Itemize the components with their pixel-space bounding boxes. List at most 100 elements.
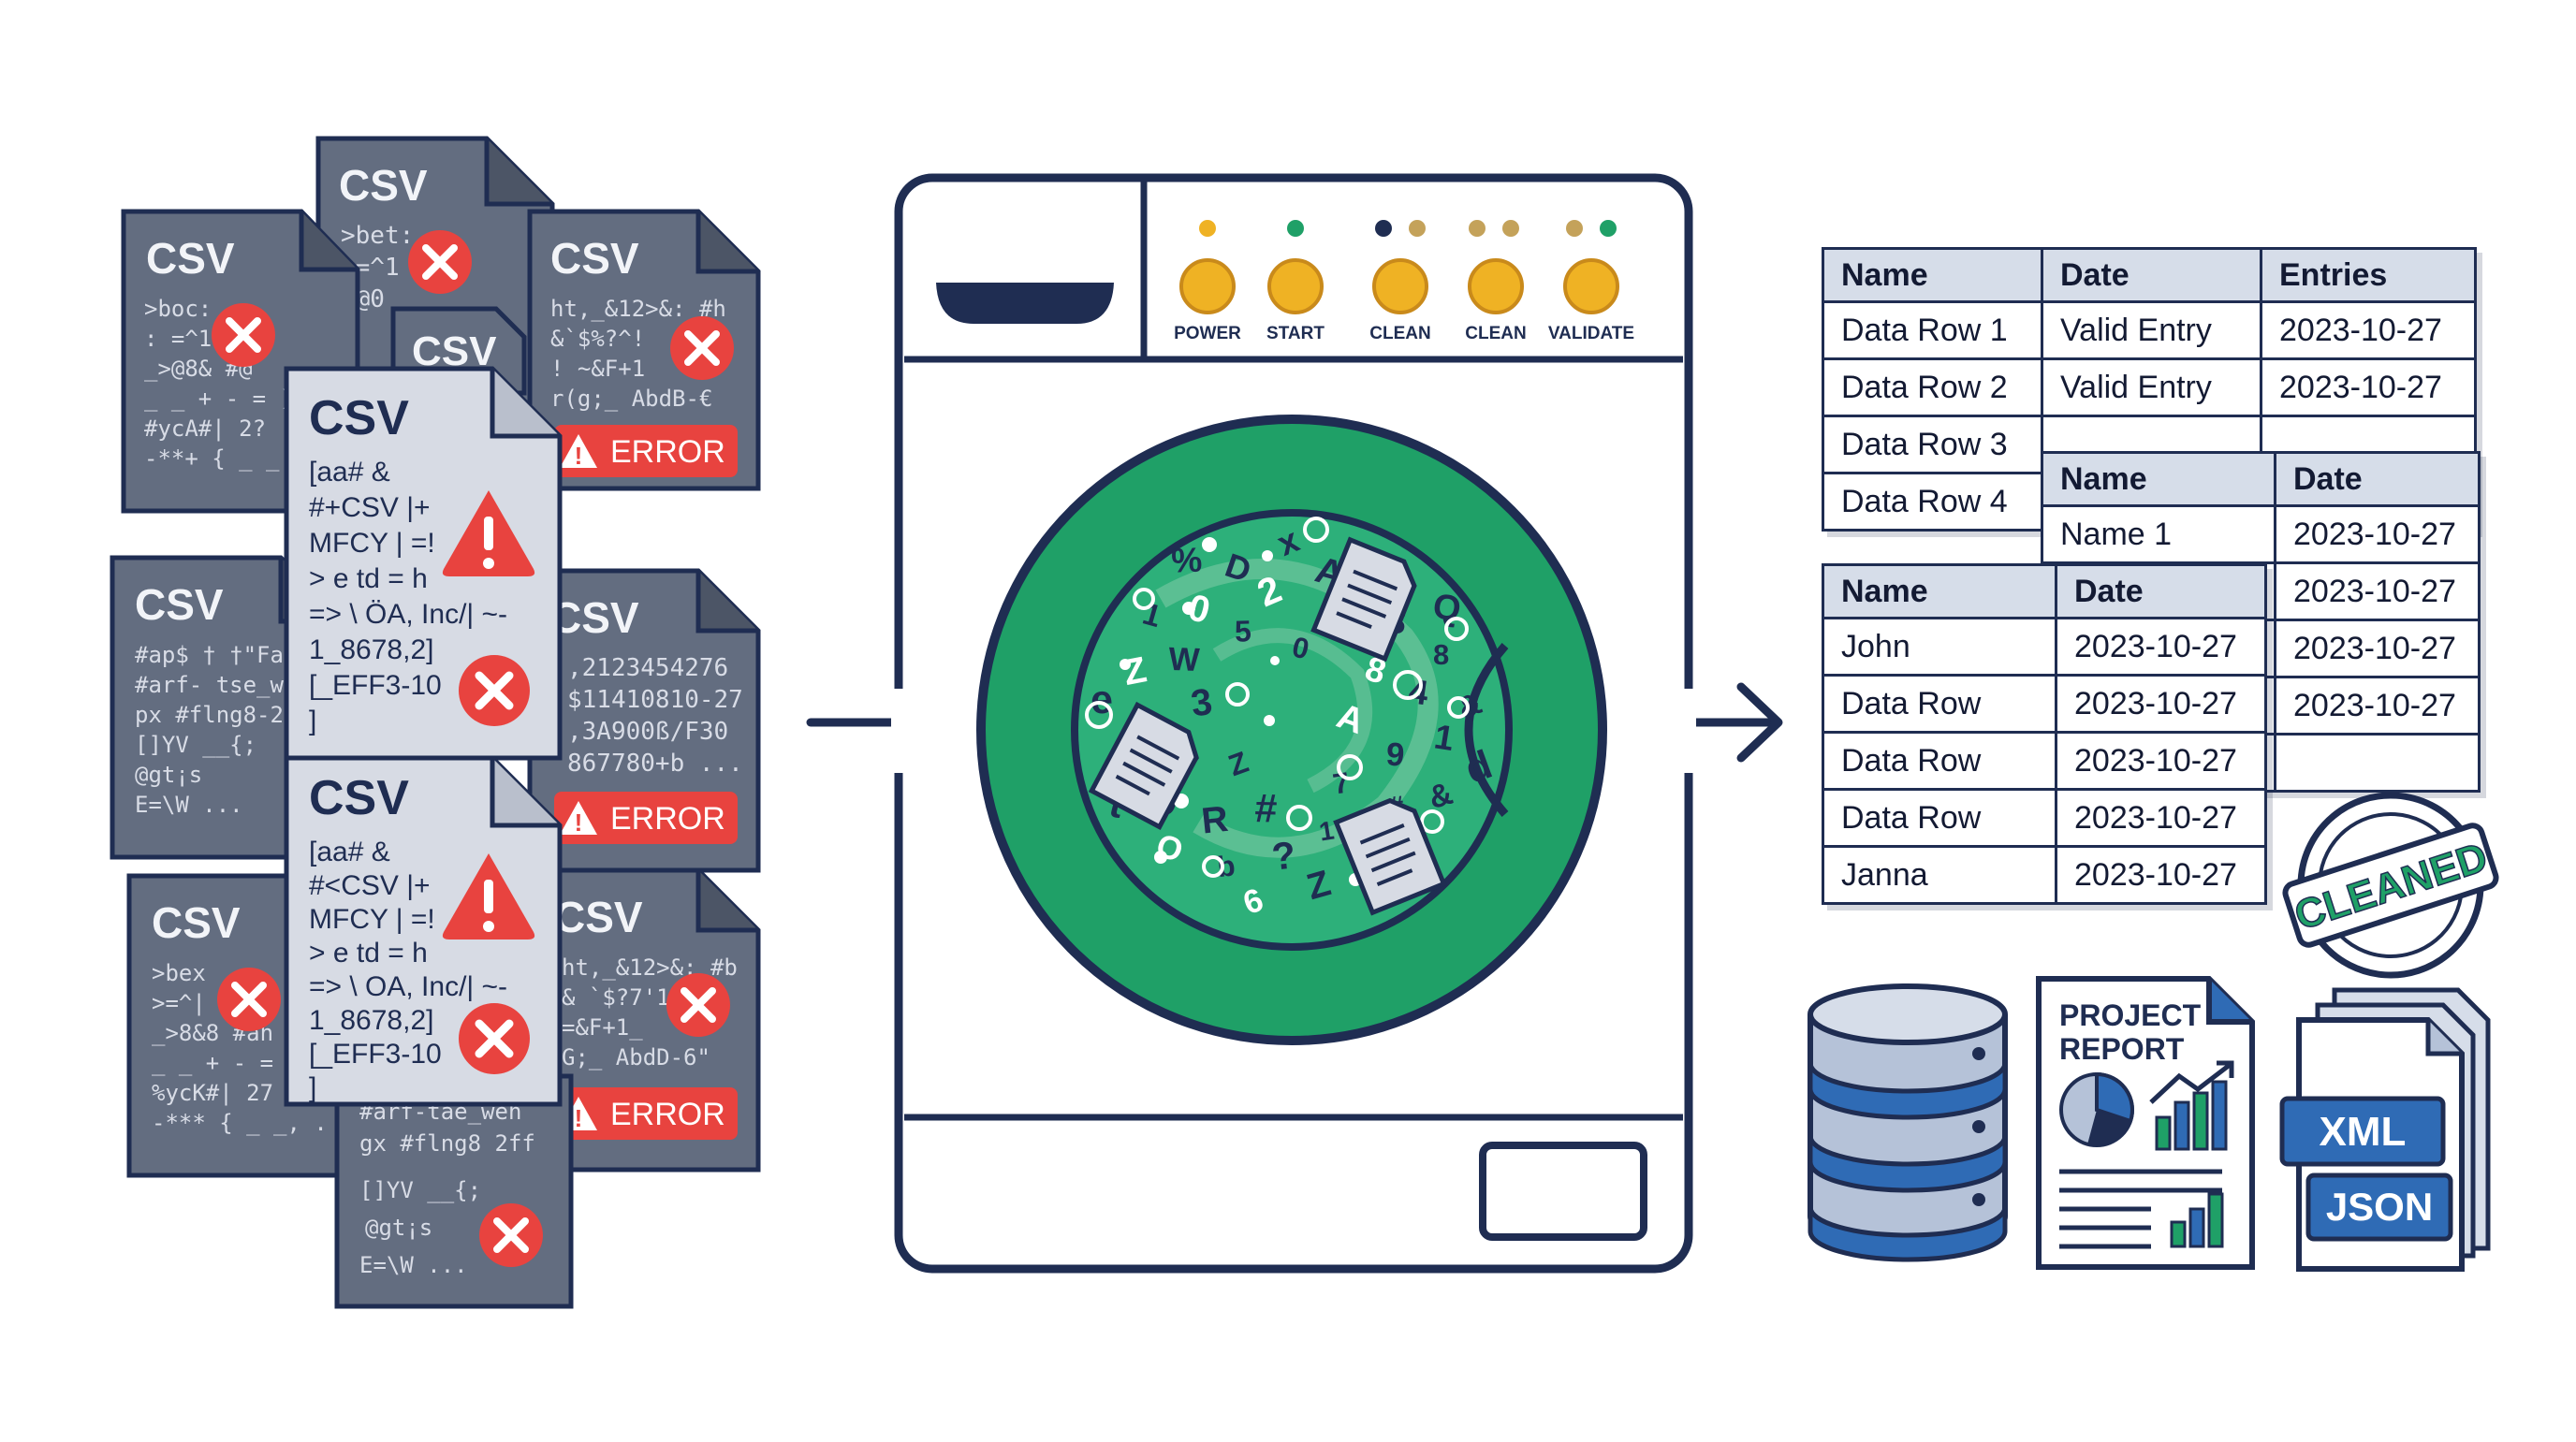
csv-garbled-line: MFCY | =! xyxy=(309,904,435,935)
drum-character: 7 xyxy=(1331,765,1353,800)
column-header: Entries xyxy=(2260,247,2477,303)
washer-drum: AZ0738#59vb1W4R2#A$?019AkZ8bD&V@Z1&OxSeQ… xyxy=(976,415,1607,1045)
drum-character: # xyxy=(1254,786,1278,831)
table-row: Name 1 2023-10-27 xyxy=(2041,504,2481,564)
x-error-icon xyxy=(408,230,472,294)
lint-filter-door[interactable] xyxy=(1479,1142,1647,1241)
column-header: Date xyxy=(2274,451,2481,507)
table-cell: Data Row xyxy=(1822,788,2057,848)
csv-garbled-line: [aa# & xyxy=(309,457,390,488)
drum-character: 5 xyxy=(1234,614,1251,648)
clean-button-2-label: CLEAN xyxy=(1465,324,1526,343)
report-title-line-2: REPORT xyxy=(2059,1032,2185,1066)
drum-character: 8 xyxy=(1433,638,1449,671)
table-cell: 2023-10-27 xyxy=(2274,504,2481,564)
csv-garbled-line: >bet: xyxy=(341,222,414,250)
start-button-label: START xyxy=(1266,324,1325,343)
csv-garbled-line: E=\W ... xyxy=(359,1252,468,1278)
xml-label: XML xyxy=(2320,1109,2407,1155)
table-cell: 2023-10-27 xyxy=(2055,617,2267,677)
document-icon xyxy=(1310,536,1417,663)
csv-garbled-line: => \ OA, Inc/| ~- xyxy=(309,971,507,1002)
data-format-files: XML JSON xyxy=(2279,987,2491,1272)
table-header-row: Name Date xyxy=(1822,563,2267,619)
clean-button-label: CLEAN xyxy=(1369,324,1430,343)
project-report-document: PROJECT REPORT xyxy=(2036,976,2255,1270)
column-header: Name xyxy=(1822,563,2057,619)
database-icon xyxy=(1808,983,2008,1262)
washing-machine: POWER START CLEAN CLEAN VALIDATE xyxy=(891,173,1696,1274)
table-row: John 2023-10-27 xyxy=(1822,617,2267,677)
start-button[interactable]: START xyxy=(1266,258,1325,343)
table-cell: 2023-10-27 xyxy=(2274,561,2481,621)
clean-button[interactable]: CLEAN xyxy=(1369,258,1431,343)
csv-garbled-line: ,3A900ß/F30 xyxy=(567,718,728,746)
csv-garbled-line: #<CSV |+ xyxy=(309,870,431,901)
csv-garbled-line: > e td = h xyxy=(309,938,428,969)
bar-chart-icon xyxy=(2149,1060,2234,1248)
csv-garbled-line: => \ ÖA, Inc/| ~- xyxy=(309,599,507,630)
svg-text:!: ! xyxy=(575,808,583,837)
csv-file-back-right: CSV ht,_&12>&: #h &`$%?^! ! ~&F+1 r(g;_ … xyxy=(527,209,761,491)
drum-character: R xyxy=(1200,799,1231,842)
csv-badge: CSV xyxy=(550,234,639,283)
csv-garbled-line: MFCY | =! xyxy=(309,528,435,559)
table-row: Data Row 2023-10-27 xyxy=(1822,788,2267,848)
csv-garbled-line: -**+ { _ _ xyxy=(144,445,280,472)
table-cell: Data Row 1 xyxy=(1822,300,2043,360)
x-error-icon xyxy=(459,1003,530,1074)
table-cell: 2023-10-27 xyxy=(2055,788,2267,848)
csv-garbled-line: []YV __{; xyxy=(359,1177,481,1203)
json-badge: JSON xyxy=(2305,1173,2453,1242)
csv-garbled-line: : =^1 xyxy=(144,326,212,352)
csv-garbled-line: > e td = h xyxy=(309,563,428,594)
warning-icon xyxy=(442,490,535,576)
csv-badge: CSV xyxy=(554,893,643,941)
csv-badge: CSV xyxy=(152,898,241,947)
x-error-icon xyxy=(212,303,275,367)
column-header: Name xyxy=(2041,451,2276,507)
table-cell: 2023-10-27 xyxy=(2260,300,2477,360)
error-label: ERROR xyxy=(610,1097,725,1132)
indicator-lights xyxy=(1199,220,1617,237)
validate-button[interactable]: VALIDATE xyxy=(1548,258,1634,343)
x-error-icon xyxy=(459,655,530,726)
drum-character: b xyxy=(1216,849,1237,883)
csv-garbled-line: #+CSV |+ xyxy=(309,492,431,523)
table-cell: Data Row 3 xyxy=(1822,415,2043,474)
cleaned-stamp: CLEANED xyxy=(2282,792,2499,979)
table-cell: 2023-10-27 xyxy=(2055,845,2267,905)
column-header: Name xyxy=(1822,247,2043,303)
pie-chart-icon xyxy=(2059,1071,2134,1147)
csv-file-front-bottom: CSV [aa# & #<CSV |+ MFCY | =! > e td = h… xyxy=(284,755,563,1107)
table-cell: 2023-10-27 xyxy=(2274,619,2481,678)
column-header: Date xyxy=(2055,563,2267,619)
csv-badge: CSV xyxy=(309,391,409,445)
report-text-lines xyxy=(2059,1169,2222,1249)
csv-garbled-line: ] xyxy=(309,706,316,736)
csv-garbled-line: [aa# & xyxy=(309,837,390,867)
x-error-icon xyxy=(217,968,281,1031)
csv-garbled-line: [_EFF3-10 xyxy=(309,670,442,701)
table-cell: John xyxy=(1822,617,2057,677)
csv-garbled-line: 1_8678,2] xyxy=(309,1005,433,1036)
error-label: ERROR xyxy=(610,434,725,470)
clean-button-2[interactable]: CLEAN xyxy=(1465,258,1527,343)
csv-garbled-line: #arf- tse_we xyxy=(135,672,297,698)
power-button[interactable]: POWER xyxy=(1174,258,1241,343)
drum-character: ? xyxy=(1269,833,1297,878)
table-row: Data Row 1 Valid Entry 2023-10-27 xyxy=(1822,300,2477,360)
table-row: Data Row 2023-10-27 xyxy=(1822,674,2267,734)
csv-badge: CSV xyxy=(339,161,428,210)
table-cell: 2023-10-27 xyxy=(2260,357,2477,417)
warning-icon xyxy=(442,853,535,939)
clean-table-c: Name Date John 2023-10-27 Data Row 2023-… xyxy=(1822,563,2267,905)
csv-garbled-line: =&F+1_ xyxy=(562,1014,643,1041)
csv-badge: CSV xyxy=(135,580,224,629)
csv-file-back-bottom: #arf-tae_weh gx #flng8 2ff []YV __{; @gt… xyxy=(334,1073,574,1309)
csv-garbled-line: ] xyxy=(309,1072,316,1103)
svg-text:!: ! xyxy=(575,442,583,470)
raw-csv-files: CSV >bet: :=^1 -@0 CSV >boc: : =^1 _>@8&… xyxy=(110,136,761,1309)
csv-garbled-line: -*** { _ _, . xyxy=(152,1110,328,1136)
